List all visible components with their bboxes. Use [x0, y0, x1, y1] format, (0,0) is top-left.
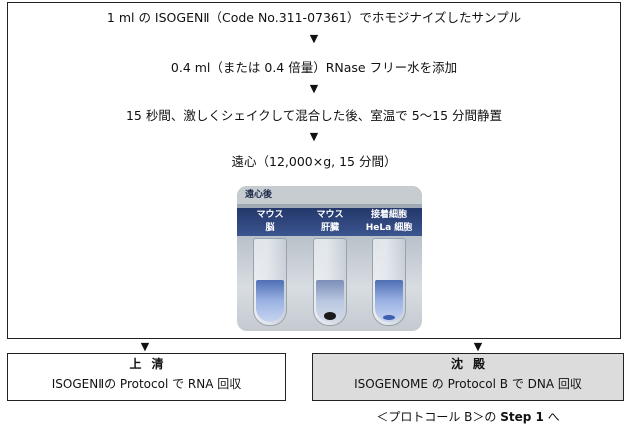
tube-hela	[372, 238, 406, 326]
tube-label-2: マウス 肝臓	[299, 209, 361, 235]
tube-label-3: 接着細胞 HeLa 細胞	[358, 209, 420, 235]
tube-brain	[253, 238, 287, 326]
step-2-text: 0.4 ml（または 0.4 倍量）RNase フリー水を添加	[170, 60, 458, 75]
tube-label-3-line2: HeLa 細胞	[365, 223, 413, 233]
note-suffix: へ	[543, 410, 560, 424]
dna-pellet	[383, 315, 395, 320]
process-box: 1 ml の ISOGENⅡ（Code No.311-07361）でホモジナイズ…	[7, 2, 621, 339]
tube-liver	[313, 238, 347, 326]
tube-label-1-line1: マウス	[256, 210, 284, 220]
tube-label-2-line1: マウス	[316, 210, 344, 220]
step-1-text: 1 ml の ISOGENⅡ（Code No.311-07361）でホモジナイズ…	[106, 10, 522, 25]
note-prefix: ＜プロトコール B＞の	[376, 410, 501, 424]
step-4-text: 遠心（12,000×g, 15 分間）	[231, 154, 397, 169]
down-arrow-icon: ▼	[309, 32, 319, 45]
tube-label-2-line2: 肝臓	[320, 223, 339, 233]
tube-label-3-line1: 接着細胞	[370, 210, 407, 220]
tube-label-1-line2: 脳	[265, 223, 275, 233]
photo-label-band	[237, 208, 422, 236]
down-arrow-icon: ▼	[140, 340, 150, 353]
down-arrow-icon: ▼	[309, 130, 319, 143]
dna-pellet	[324, 312, 336, 320]
supernatant-box: 上清 ISOGENⅡの Protocol で RNA 回収	[7, 353, 286, 401]
down-arrow-icon: ▼	[473, 340, 483, 353]
down-arrow-icon: ▼	[309, 82, 319, 95]
note-step: Step 1	[500, 410, 544, 424]
centrifuge-tubes-photo: 遠心後 マウス 脳 マウス 肝臓 接着細胞 HeLa 細胞	[237, 186, 422, 331]
supernatant-desc: ISOGENⅡの Protocol で RNA 回収	[51, 377, 242, 391]
tube-label-1: マウス 脳	[239, 209, 301, 235]
precipitate-title: 沈殿	[450, 357, 495, 371]
next-step-note: ＜プロトコール B＞の Step 1 へ	[312, 409, 624, 425]
step-3-text: 15 秒間、激しくシェイクして混合した後、室温で 5～15 分間静置	[125, 108, 503, 123]
supernatant-title: 上清	[129, 357, 174, 371]
photo-header: 遠心後	[237, 186, 422, 204]
precipitate-desc: ISOGENOME の Protocol B で DNA 回収	[354, 377, 582, 391]
tube-liquid	[256, 280, 284, 322]
precipitate-box: 沈殿 ISOGENOME の Protocol B で DNA 回収	[312, 353, 624, 401]
